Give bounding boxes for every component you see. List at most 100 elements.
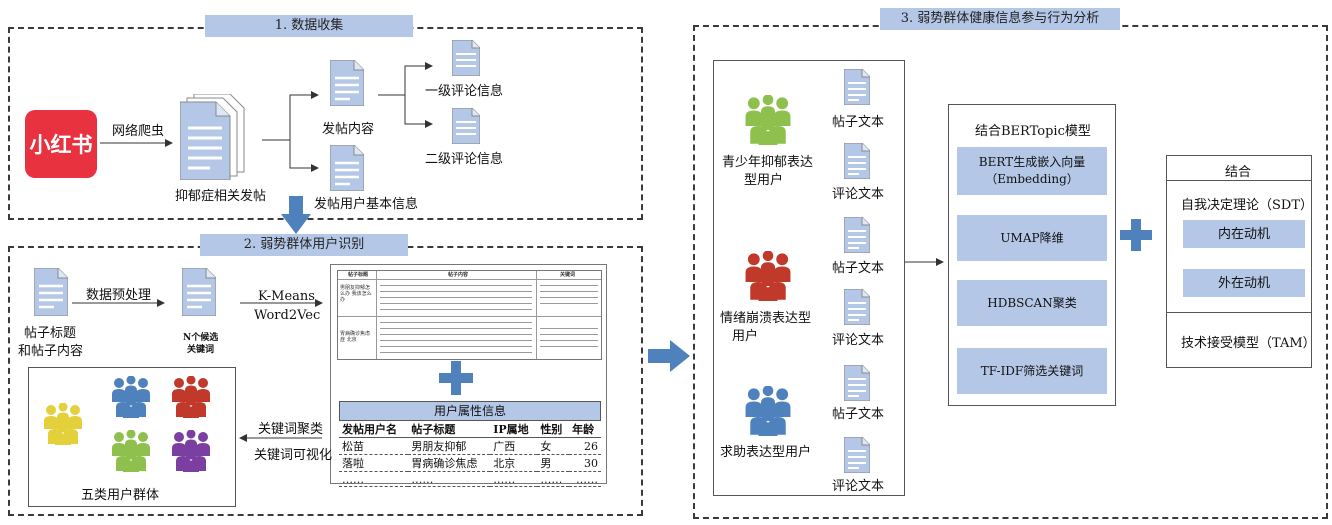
content-label: 发帖内容 <box>322 122 375 137</box>
crawl-label: 网络爬虫 <box>112 124 165 139</box>
teen-group-label-2: 型用户 <box>744 173 784 188</box>
teen-post-label: 帖子文本 <box>832 115 885 130</box>
yellow-group-icon <box>41 403 85 445</box>
step-embedding: BERT生成嵌入向量 （Embedding） <box>957 147 1107 195</box>
cluster-label: 关键词聚类 <box>258 422 324 437</box>
doc-table-row2-title: 胃病确诊焦虑症 北京 <box>340 331 371 343</box>
comment2-label: 二级评论信息 <box>425 152 504 167</box>
user-attr-cell: …… <box>339 471 409 487</box>
theory-box: 结合 自我决定理论（SDT） 内在动机 外在动机 技术接受模型（TAM） <box>1166 155 1316 368</box>
help-comment-label: 评论文本 <box>832 479 885 494</box>
user-attr-cell: 女 <box>537 437 570 455</box>
input-label-1: 帖子标题 <box>24 326 77 341</box>
xiaohongshu-logo: 小红书 <box>25 110 97 178</box>
doc-table-row1-text <box>380 283 532 313</box>
right-arrow <box>648 340 690 376</box>
down-arrow <box>281 196 311 238</box>
help-comment-doc-icon <box>844 437 870 473</box>
step-tfidf: TF-IDF筛选关键词 <box>957 348 1107 394</box>
input-doc-icon <box>34 268 68 316</box>
section3-title: 3. 弱势群体健康信息参与行为分析 <box>880 8 1120 30</box>
userinfo-label: 发帖用户基本信息 <box>314 197 419 212</box>
breakdown-group-icon <box>742 251 794 301</box>
step-umap: UMAP降维 <box>957 215 1107 261</box>
user-attr-cell: …… <box>569 471 601 487</box>
user-attr-cell: …… <box>537 471 570 487</box>
step-tfidf-label: TF-IDF筛选关键词 <box>980 363 1084 378</box>
extrinsic-box: 外在动机 <box>1183 269 1305 297</box>
user-attr-cell: 30 <box>569 454 601 472</box>
bertopic-title: 结合BERTopic模型 <box>975 124 1091 139</box>
table-row: ………………………… <box>339 471 601 487</box>
step-hdbscan-label: HDBSCAN聚类 <box>987 295 1077 310</box>
help-post-label: 帖子文本 <box>832 407 885 422</box>
method-label-2: Word2Vec <box>254 308 321 323</box>
user-attr-cell: 胃病确诊焦虑 <box>408 454 491 472</box>
preprocess-label: 数据预处理 <box>86 288 152 303</box>
breakdown-post-doc-icon <box>844 217 870 253</box>
user-groups-box: 五类用户群体 <box>28 367 236 507</box>
intrinsic-box: 内在动机 <box>1183 220 1305 248</box>
user-attr-header-cell: 发帖用户名 <box>339 421 409 438</box>
user-types-box: 青少年抑郁表达 型用户 情绪崩溃表达型 用户 求助表达型用户 帖子文本 评论文本… <box>713 60 905 496</box>
section1-title: 1. 数据收集 <box>205 15 413 37</box>
step-embedding-line2: （Embedding） <box>985 172 1079 186</box>
teen-post-doc-icon <box>844 69 870 105</box>
doc-table-row1-title: 男朋友抑郁怎么办 我该怎么办 <box>340 285 372 303</box>
user-attr-cell: …… <box>490 471 538 487</box>
combine-title: 结合 <box>1225 165 1252 180</box>
method-label-1: K-Means <box>258 289 315 304</box>
step-umap-label: UMAP降维 <box>1000 230 1064 245</box>
step-hdbscan: HDBSCAN聚类 <box>957 280 1107 326</box>
doc-table-row2-kw <box>540 326 598 348</box>
extrinsic-label: 外在动机 <box>1217 275 1270 291</box>
comment1-doc-icon <box>452 40 480 76</box>
help-group-icon <box>742 386 794 436</box>
bertopic-box: 结合BERTopic模型 BERT生成嵌入向量 （Embedding） UMAP… <box>948 104 1116 406</box>
user-attr-header-cell: 性别 <box>537 421 570 438</box>
breakdown-group-label-2: 用户 <box>732 329 759 344</box>
blue-group-icon <box>109 376 153 418</box>
logo-text: 小红书 <box>29 133 93 157</box>
purple-group-icon <box>169 430 213 472</box>
user-attr-cell: 男朋友抑郁 <box>408 437 491 455</box>
user-attr-header-cell: 年龄 <box>569 421 601 438</box>
comment2-doc-icon <box>452 108 480 144</box>
keywords-label-1: N个候选 <box>183 333 219 343</box>
user-attr-cell: …… <box>408 471 491 487</box>
breakdown-comment-doc-icon <box>844 289 870 325</box>
help-group-label: 求助表达型用户 <box>720 445 812 460</box>
user-attr-title: 用户属性信息 <box>339 401 601 421</box>
doc-table-header-keywords: 关键词 <box>560 272 576 278</box>
doc-table: 帖子标题 帖子内容 关键词 男朋友抑郁怎么办 我该怎么办 胃病确诊焦虑症 北京 <box>337 270 602 360</box>
keywords-label-2: 关键词 <box>187 345 215 355</box>
plus-icon-small <box>439 361 473 399</box>
doc-table-row1-kw <box>540 283 598 305</box>
user-attr-cell: 北京 <box>490 454 538 472</box>
document-stack-icon <box>180 94 250 180</box>
user-attr-cell: 26 <box>569 437 601 455</box>
green-group-icon <box>109 430 153 472</box>
plus-icon-large <box>1120 219 1152 255</box>
sdt-label: 自我决定理论（SDT） <box>1181 198 1313 213</box>
user-attr-header-cell: IP属地 <box>490 421 538 438</box>
user-attr-cell: 男 <box>537 454 570 472</box>
section2-title: 2. 弱势群体用户识别 <box>200 234 408 256</box>
input-label-2: 和帖子内容 <box>18 344 84 359</box>
user-attr-cell: 落啦 <box>339 454 409 472</box>
visual-label: 关键词可视化 <box>254 448 333 463</box>
user-attr-cell: 松苗 <box>339 437 409 455</box>
groups-label: 五类用户群体 <box>81 488 160 503</box>
result-panel: 帖子标题 帖子内容 关键词 男朋友抑郁怎么办 我该怎么办 胃病确诊焦虑症 北京 … <box>330 264 607 487</box>
red-group-icon <box>169 376 213 418</box>
posts-label: 抑郁症相关发帖 <box>175 189 267 204</box>
doc-table-row2-text <box>380 320 532 356</box>
user-attr-cell: 广西 <box>490 437 538 455</box>
breakdown-comment-label: 评论文本 <box>832 333 885 348</box>
comment1-label: 一级评论信息 <box>425 84 504 99</box>
